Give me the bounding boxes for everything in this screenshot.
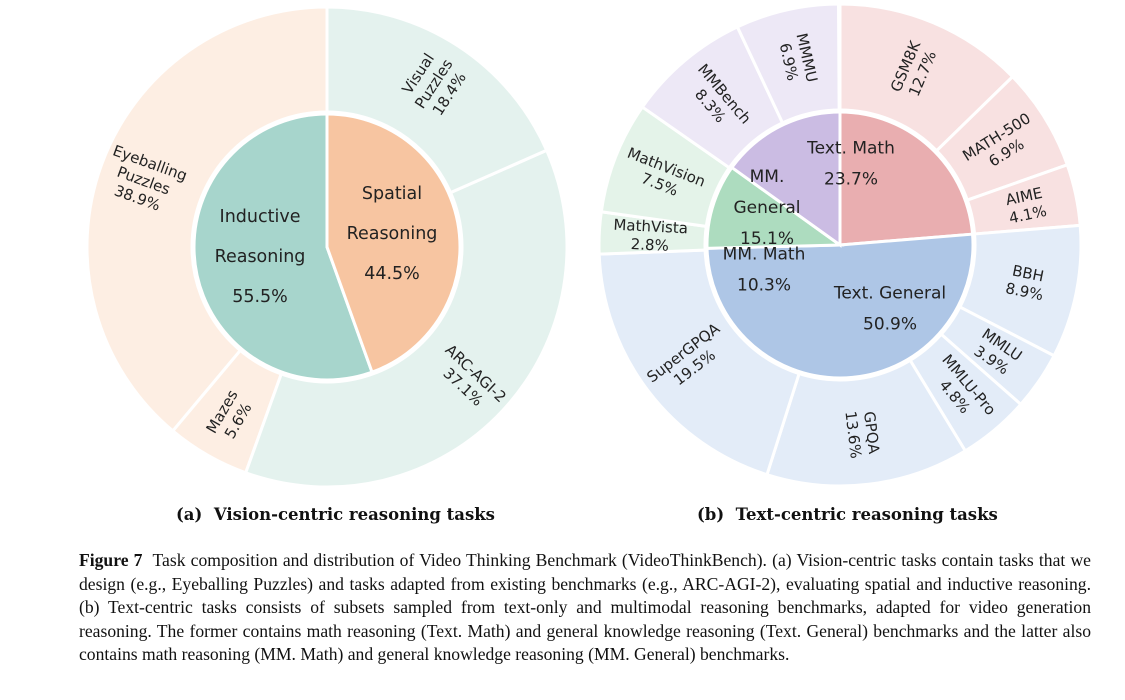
subcaption-b: (b) Text-centric reasoning tasks — [697, 505, 998, 531]
outer-label-gpqa: GPQA13.6% — [841, 408, 883, 460]
figure-canvas: EyeballingPuzzles38.9%Mazes5.6%ARC-AGI-2… — [85, 2, 1083, 489]
chart-b-text-centric-sunburst: GSM8K12.7%MATH-5006.9%AIME4.1%BBH8.9%MML… — [597, 2, 1083, 488]
subcaption-a-label: (a) — [176, 505, 203, 524]
subcaption-b-text: Text-centric reasoning tasks — [735, 505, 998, 524]
chart-a-vision-centric-sunburst: EyeballingPuzzles38.9%Mazes5.6%ARC-AGI-2… — [85, 5, 569, 489]
ring-separator — [703, 108, 977, 382]
subcaption-a-text: Vision-centric reasoning tasks — [213, 505, 495, 524]
figure-caption: Figure 7 Task composition and distributi… — [79, 549, 1091, 667]
outer-label-mmmu: MMMU6.9% — [774, 31, 821, 88]
subcaption-b-label: (b) — [697, 505, 725, 524]
figure-caption-label: Figure 7 — [79, 550, 143, 570]
figure-caption-text: Task composition and distribution of Vid… — [79, 550, 1091, 665]
outer-label-mathvista: MathVista2.8% — [612, 216, 688, 256]
ring-separator — [190, 110, 464, 384]
outer-label-aime: AIME4.1% — [1003, 184, 1048, 228]
subcaption-a: (a) Vision-centric reasoning tasks — [176, 505, 495, 531]
outer-label-mmlu: MMLU3.9% — [968, 325, 1025, 380]
